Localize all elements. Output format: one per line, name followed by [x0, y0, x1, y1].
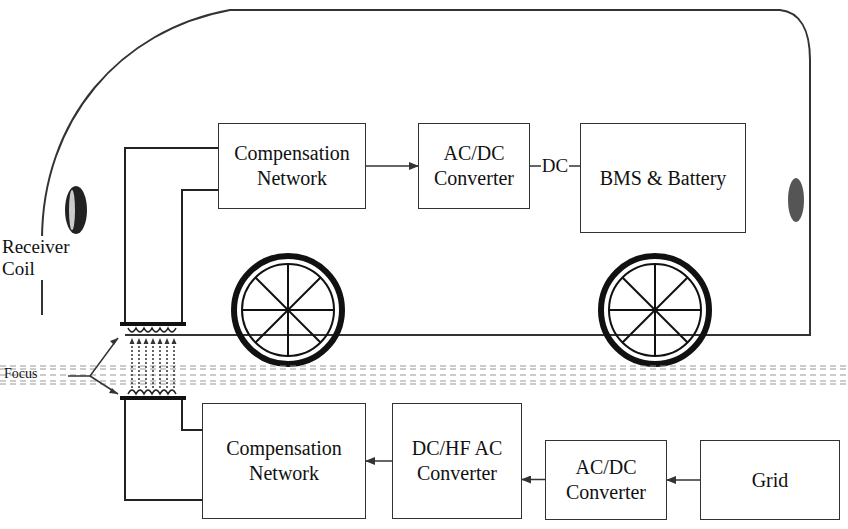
box-text: AC/DC Converter — [425, 141, 523, 191]
headlight-glint — [69, 190, 75, 230]
process-box: AC/DC Converter — [418, 123, 530, 209]
tail-light — [788, 178, 804, 222]
part-label: Focus — [4, 366, 70, 382]
process-box: AC/DC Converter — [545, 440, 667, 520]
box-text: Compensation Network — [225, 141, 359, 191]
wheel — [601, 256, 709, 364]
box-text: Compensation Network — [209, 436, 359, 486]
wheel — [234, 256, 342, 364]
wire — [125, 400, 202, 500]
process-box: Compensation Network — [218, 123, 366, 209]
box-text: DC/HF AC Converter — [399, 436, 515, 486]
leader-head — [109, 338, 118, 394]
process-box: Compensation Network — [202, 403, 366, 519]
flow-arrow — [522, 479, 545, 481]
edge-label: DC — [541, 156, 569, 177]
floor — [0, 366, 848, 384]
process-box: DC/HF AC Converter — [392, 403, 522, 519]
flow-arrow — [667, 479, 700, 481]
box-text: AC/DC Converter — [552, 455, 660, 505]
transmitter-plate — [120, 396, 186, 400]
wire — [125, 148, 218, 322]
box-text: Grid — [752, 468, 789, 493]
process-box: Grid — [700, 440, 840, 520]
floor-line — [0, 384, 848, 385]
receiver-plate — [120, 322, 186, 326]
leader-line — [68, 338, 118, 376]
flow-arrow — [366, 460, 392, 462]
transmitter-coil — [128, 390, 176, 394]
floor-line — [0, 366, 848, 367]
process-box: BMS & Battery — [580, 123, 746, 233]
flux-arrows — [130, 338, 177, 388]
headlight — [65, 186, 87, 234]
flow-arrow — [366, 165, 418, 167]
receiver-coil — [128, 328, 176, 332]
box-text: BMS & Battery — [600, 166, 727, 191]
wire — [182, 190, 218, 322]
wire — [182, 400, 202, 430]
part-label: Receiver Coil — [2, 236, 74, 280]
